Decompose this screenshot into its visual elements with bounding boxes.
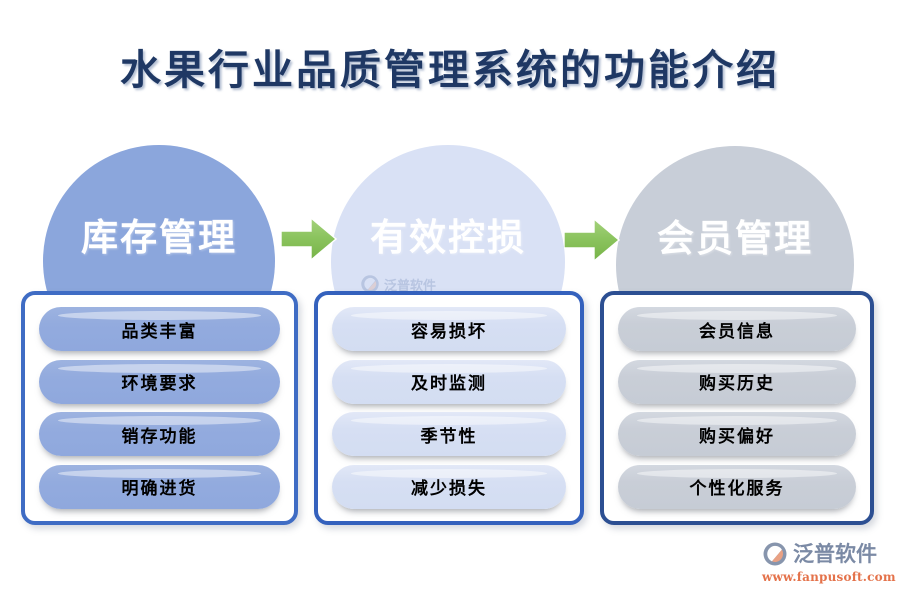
feature-pill-label: 容易损坏: [411, 321, 487, 342]
feature-pill-label: 个性化服务: [689, 479, 785, 500]
fanpu-logo-icon: [763, 542, 787, 566]
feature-pill-label: 季节性: [420, 426, 478, 447]
arrow-right-icon-2: [564, 217, 620, 263]
brand-url: www.fanpusoft.com: [762, 570, 896, 584]
feature-pill-label: 会员信息: [699, 321, 775, 342]
brand-name: 泛普软件: [793, 541, 877, 566]
feature-pill-label: 减少损失: [411, 479, 487, 500]
feature-pill[interactable]: 环境要求: [39, 359, 280, 404]
feature-pill[interactable]: 会员信息: [618, 307, 856, 351]
stage-circle-label: 有效控损: [370, 215, 526, 259]
page-title: 水果行业品质管理系统的功能介绍: [120, 46, 780, 94]
feature-pill-label: 销存功能: [121, 426, 198, 447]
feature-pill-label: 环境要求: [121, 374, 198, 395]
feature-pill[interactable]: 明确进货: [39, 464, 280, 509]
feature-pill[interactable]: 容易损坏: [332, 307, 566, 351]
feature-pill[interactable]: 品类丰富: [39, 307, 280, 351]
feature-pill-label: 购买偏好: [699, 426, 775, 447]
feature-pill-label: 明确进货: [121, 479, 198, 500]
brand-logo-row: 泛普软件: [762, 541, 888, 567]
feature-panel-inventory: 品类丰富 环境要求 销存功能 明确进货: [21, 291, 298, 525]
stage-circle-label: 会员管理: [657, 216, 813, 260]
feature-pill[interactable]: 购买历史: [618, 359, 856, 404]
feature-pill[interactable]: 个性化服务: [618, 464, 856, 509]
feature-pill[interactable]: 季节性: [332, 412, 566, 457]
feature-pill-label: 品类丰富: [121, 321, 198, 342]
feature-panel-loss-control: 容易损坏 及时监测 季节性 减少损失: [314, 291, 584, 525]
feature-pill[interactable]: 购买偏好: [618, 412, 856, 457]
feature-pill[interactable]: 及时监测: [332, 359, 566, 404]
brand-logo: 泛普软件 www.fanpusoft.com: [762, 541, 896, 589]
feature-pill-label: 及时监测: [411, 374, 487, 395]
arrow-right-icon-1: [281, 216, 337, 262]
feature-pill[interactable]: 销存功能: [39, 412, 280, 457]
feature-pill[interactable]: 减少损失: [332, 464, 566, 509]
stage-circle-label: 库存管理: [81, 215, 237, 259]
feature-pill-label: 购买历史: [699, 374, 775, 395]
feature-panel-membership: 会员信息 购买历史 购买偏好 个性化服务: [600, 291, 874, 525]
